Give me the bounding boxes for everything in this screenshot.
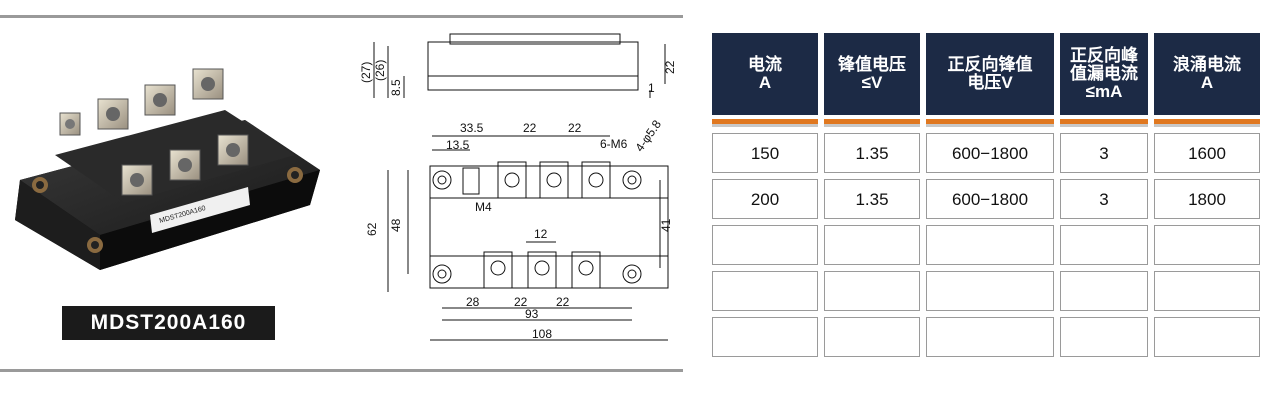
accent-bar — [712, 119, 818, 124]
dim-22-a: 22 — [523, 121, 537, 135]
dim-41: 41 — [659, 218, 673, 232]
table-cell: 200 — [712, 179, 818, 219]
accent-bar — [1060, 119, 1148, 124]
product-photo: MDST200A160 — [15, 68, 320, 270]
dim-22-b: 22 — [568, 121, 582, 135]
dim-33-5: 33.5 — [460, 121, 484, 135]
dim-13-5: 13.5 — [446, 138, 470, 152]
header-peak-voltage: 锋值电压 ≤V — [824, 33, 920, 115]
accent-bar — [1154, 119, 1260, 124]
table-cell: 1.35 — [824, 179, 920, 219]
header-current: 电流 A — [712, 33, 818, 115]
dim-28: 28 — [466, 295, 480, 309]
table-cell: 600−1800 — [926, 179, 1054, 219]
table-cell — [1154, 271, 1260, 311]
table-cell — [1060, 317, 1148, 357]
dim-22-side: 22 — [663, 60, 677, 74]
table-cell — [1060, 271, 1148, 311]
accent-bar — [824, 119, 920, 124]
table-cell — [712, 317, 818, 357]
dim-108: 108 — [532, 327, 552, 341]
thread-m4-label: M4 — [475, 200, 492, 214]
table-cell — [926, 317, 1054, 357]
dim-27: (27) — [360, 62, 373, 83]
table-cell — [712, 225, 818, 265]
table-cell: 150 — [712, 133, 818, 173]
spec-table: 电流 A 锋值电压 ≤V 正反向锋值 电压V 正反向峰 值漏电流 ≤mA 浪涌电… — [712, 33, 1260, 357]
header-surge-current: 浪涌电流 A — [1154, 33, 1260, 115]
dim-12: 12 — [534, 227, 548, 241]
dim-93: 93 — [525, 307, 539, 321]
table-cell: 1600 — [1154, 133, 1260, 173]
table-cell: 1800 — [1154, 179, 1260, 219]
table-cell — [926, 271, 1054, 311]
model-name-label: MDST200A160 — [62, 306, 275, 340]
header-leakage-current: 正反向峰 值漏电流 ≤mA — [1060, 33, 1148, 115]
dim-22-c: 22 — [514, 295, 528, 309]
hole-diameter-label: 4-φ5.8 — [632, 117, 664, 154]
dim-22-d: 22 — [556, 295, 570, 309]
dim-62: 62 — [365, 222, 379, 236]
table-cell — [926, 225, 1054, 265]
dim-48: 48 — [389, 218, 403, 232]
table-cell: 3 — [1060, 179, 1148, 219]
table-cell — [824, 271, 920, 311]
dim-1: 1 — [648, 81, 655, 95]
table-cell — [1154, 225, 1260, 265]
dim-8-5: 8.5 — [389, 79, 403, 96]
header-reverse-peak-voltage: 正反向锋值 电压V — [926, 33, 1054, 115]
bottom-divider — [0, 369, 683, 372]
dim-26: (26) — [373, 60, 387, 81]
dimension-drawing: (27) (26) 8.5 22 1 33.5 22 22 13.5 6-M6 … — [360, 33, 677, 341]
table-cell: 600−1800 — [926, 133, 1054, 173]
table-cell: 1.35 — [824, 133, 920, 173]
top-divider — [0, 15, 683, 18]
table-cell — [824, 225, 920, 265]
table-cell: 3 — [1060, 133, 1148, 173]
table-cell — [1060, 225, 1148, 265]
thread-m6-label: 6-M6 — [600, 137, 628, 151]
table-cell — [824, 317, 920, 357]
table-cell — [1154, 317, 1260, 357]
accent-bar — [926, 119, 1054, 124]
table-cell — [712, 271, 818, 311]
terminal-small — [59, 112, 81, 136]
